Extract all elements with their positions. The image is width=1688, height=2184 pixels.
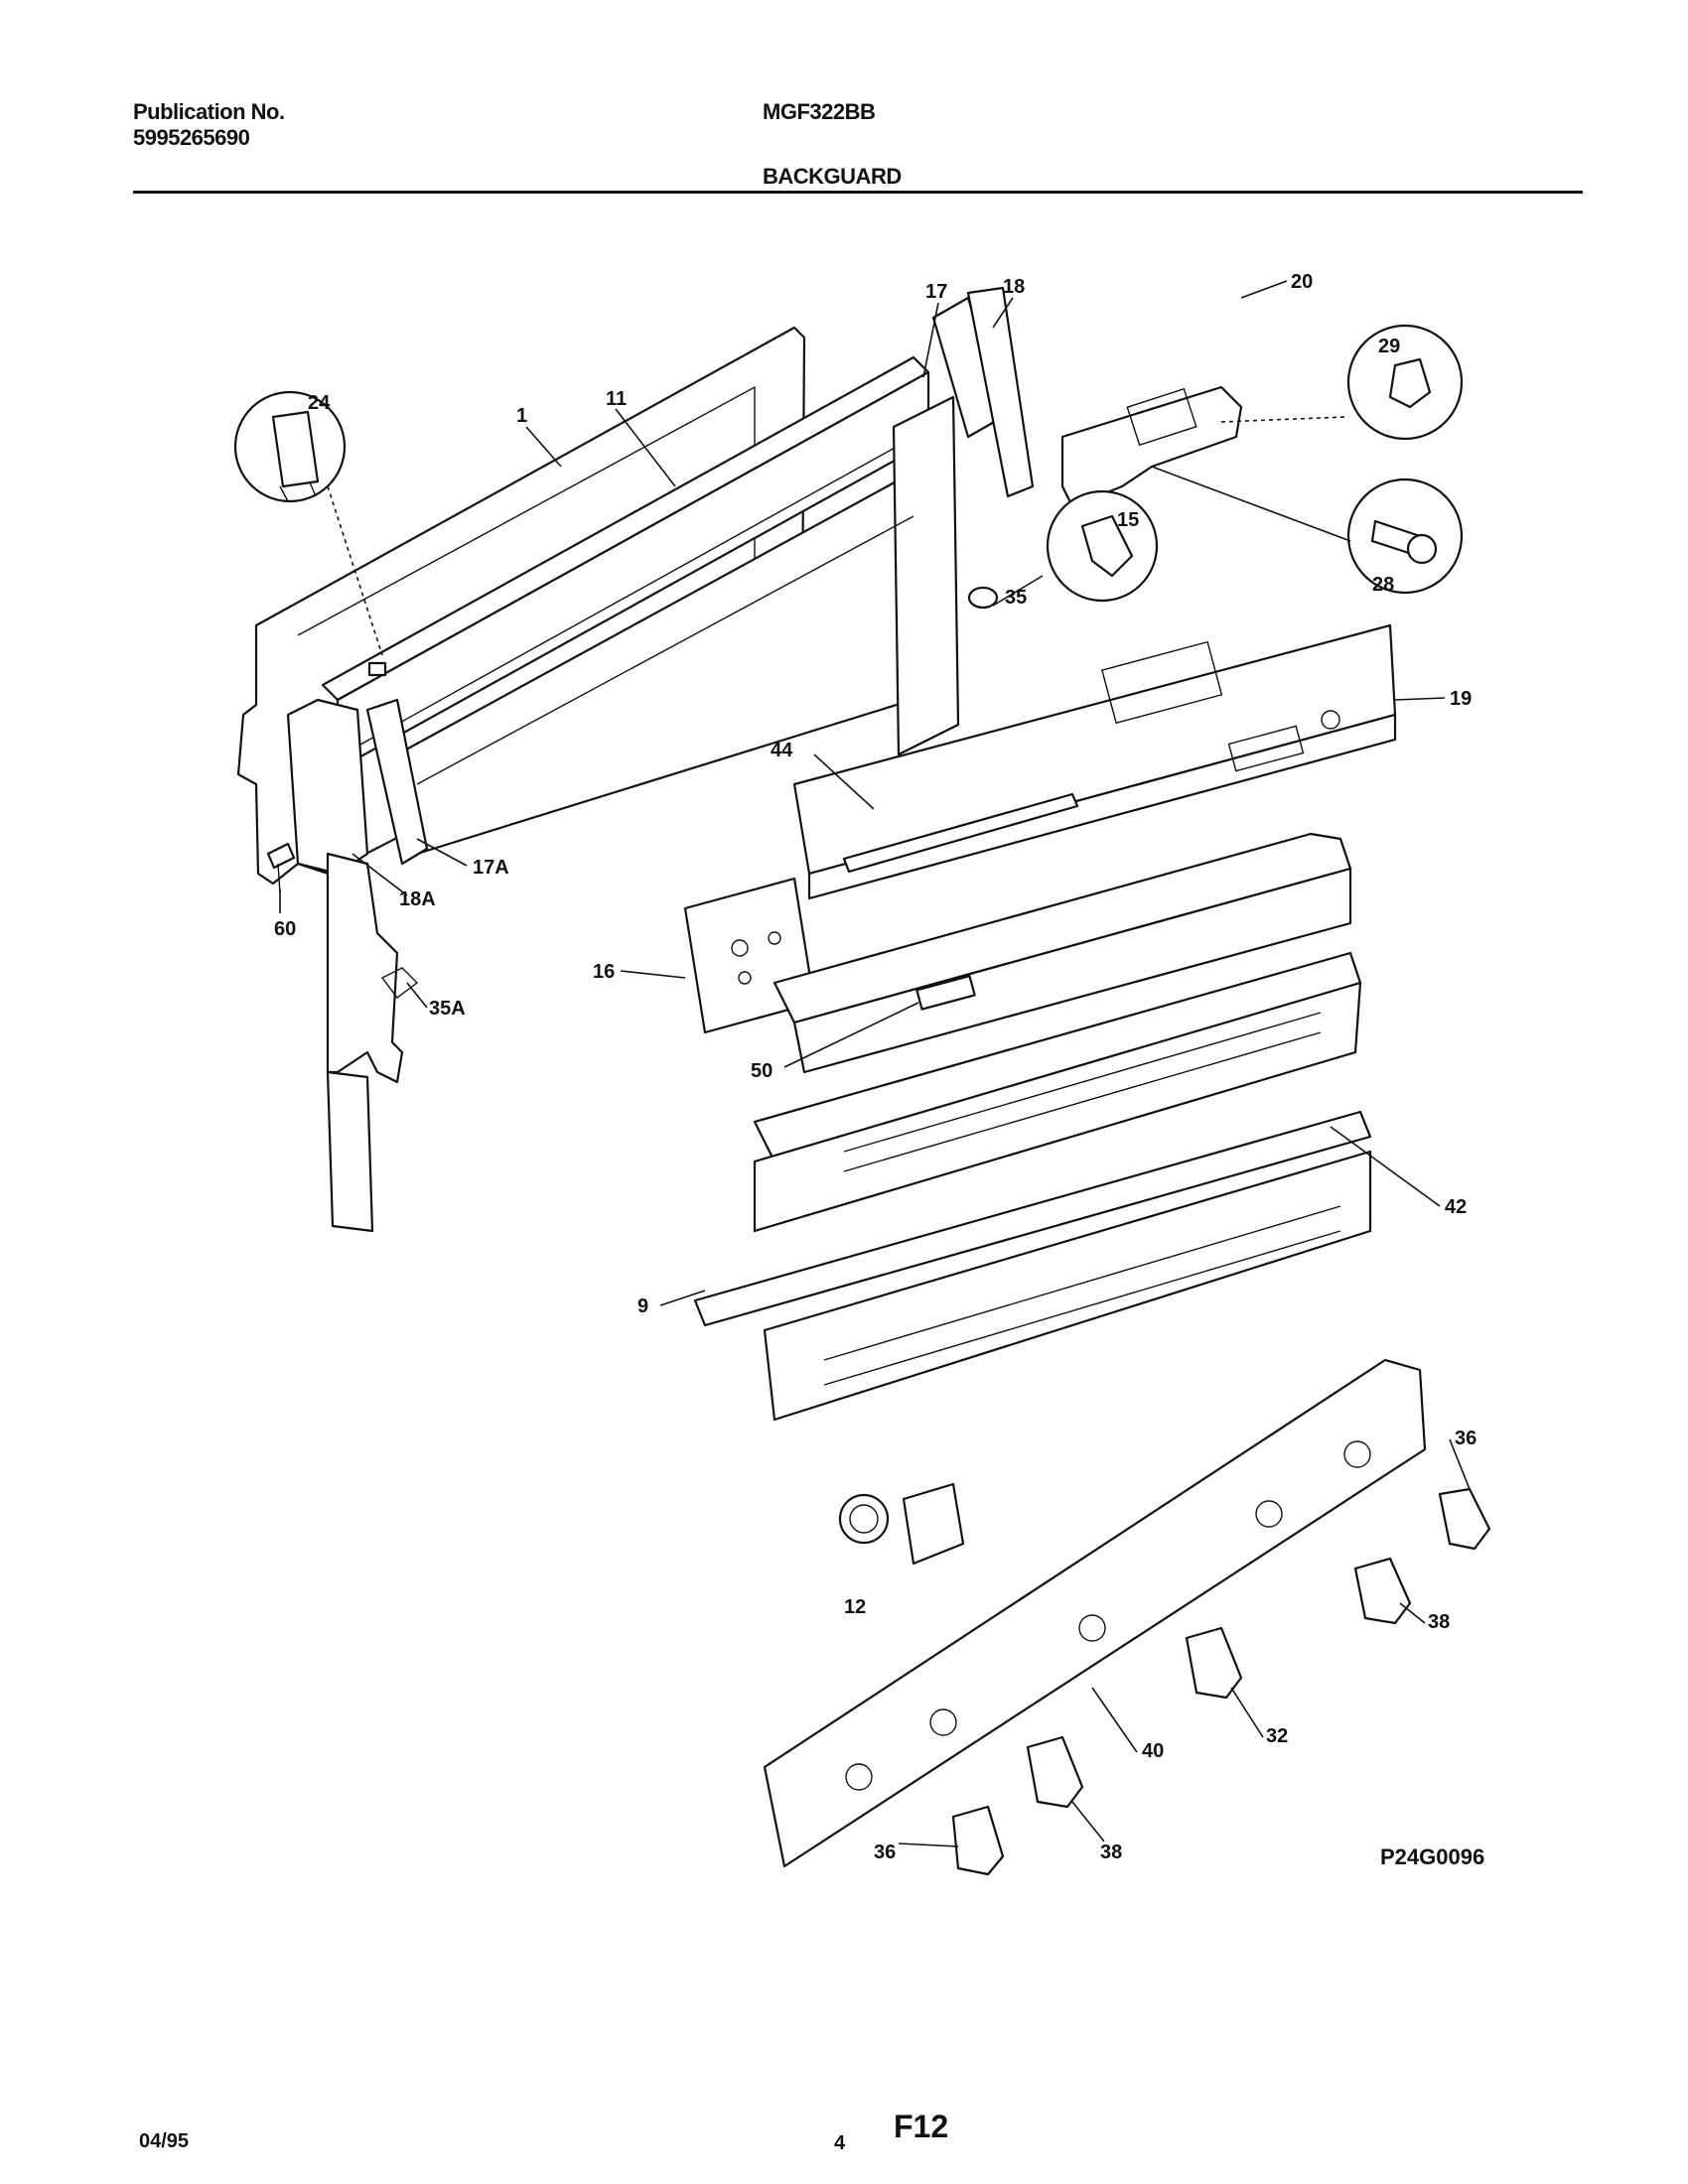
knob-36-b (951, 1805, 1005, 1876)
header-rule (133, 191, 1583, 194)
callout-40: 40 (1142, 1740, 1164, 1762)
callout-42: 42 (1445, 1196, 1467, 1218)
switch-inset (233, 390, 383, 656)
callout-36-a: 36 (1455, 1428, 1477, 1449)
callout-18: 18 (1003, 276, 1025, 298)
callout-50: 50 (751, 1060, 773, 1082)
callout-11: 11 (606, 388, 627, 410)
callout-19: 19 (1450, 688, 1472, 710)
figure-label: F12 (894, 2109, 949, 2144)
footer-date: 04/95 (139, 2130, 190, 2152)
trim-strip-44 (842, 792, 1079, 874)
lower-trim-50 (773, 832, 1352, 1074)
left-end-cap (286, 661, 429, 876)
grommet-35 (967, 586, 999, 610)
callout-44: 44 (771, 740, 793, 761)
right-end-cap (931, 286, 1035, 498)
manifold-panel-40 (763, 1358, 1427, 1868)
stem-inset-28 (1151, 466, 1464, 595)
knob-38-a (1353, 1557, 1412, 1625)
left-side-bracket (326, 852, 419, 1233)
callout-17: 17 (925, 281, 947, 303)
knob-inset-29 (1220, 324, 1464, 441)
callout-32: 32 (1266, 1725, 1288, 1747)
callout-16: 16 (593, 961, 615, 983)
callout-38-a: 38 (1428, 1611, 1450, 1633)
clock-bracket-20 (1060, 385, 1243, 508)
callout-15: 15 (1117, 509, 1139, 531)
publication-number: 5995265690 (133, 125, 250, 150)
knob-36-a (1438, 1487, 1491, 1551)
callout-12: 12 (844, 1596, 866, 1618)
leader-lines (279, 280, 1471, 1847)
model-number: MGF322BB (763, 99, 876, 124)
diagram-id: P24G0096 (1380, 1844, 1485, 1869)
callout-60: 60 (274, 918, 296, 940)
thermostat-12 (838, 1482, 965, 1566)
callout-20: 20 (1291, 271, 1313, 293)
knob-32 (1185, 1626, 1243, 1700)
lower-channel-9 (693, 1110, 1372, 1422)
callout-29: 29 (1378, 336, 1400, 357)
callout-9: 9 (637, 1296, 648, 1317)
section-title: BACKGUARD (763, 164, 902, 189)
clip-inset-15 (992, 489, 1159, 607)
callout-24: 24 (308, 392, 331, 414)
callout-38-b: 38 (1100, 1842, 1122, 1863)
callout-36-b: 36 (874, 1842, 896, 1863)
control-panel-19 (792, 623, 1397, 900)
callout-17a: 17A (473, 857, 509, 879)
callout-18a: 18A (399, 888, 436, 910)
callout-1: 1 (516, 405, 527, 427)
page-number: 4 (834, 2132, 846, 2154)
publication-label: Publication No. (133, 99, 285, 124)
vent-trim-42 (753, 951, 1362, 1233)
knob-38-b (1026, 1735, 1084, 1809)
backguard-frame (395, 395, 960, 856)
callout-35: 35 (1005, 587, 1027, 609)
callout-28: 28 (1372, 574, 1394, 596)
callout-35a: 35A (429, 998, 466, 1020)
